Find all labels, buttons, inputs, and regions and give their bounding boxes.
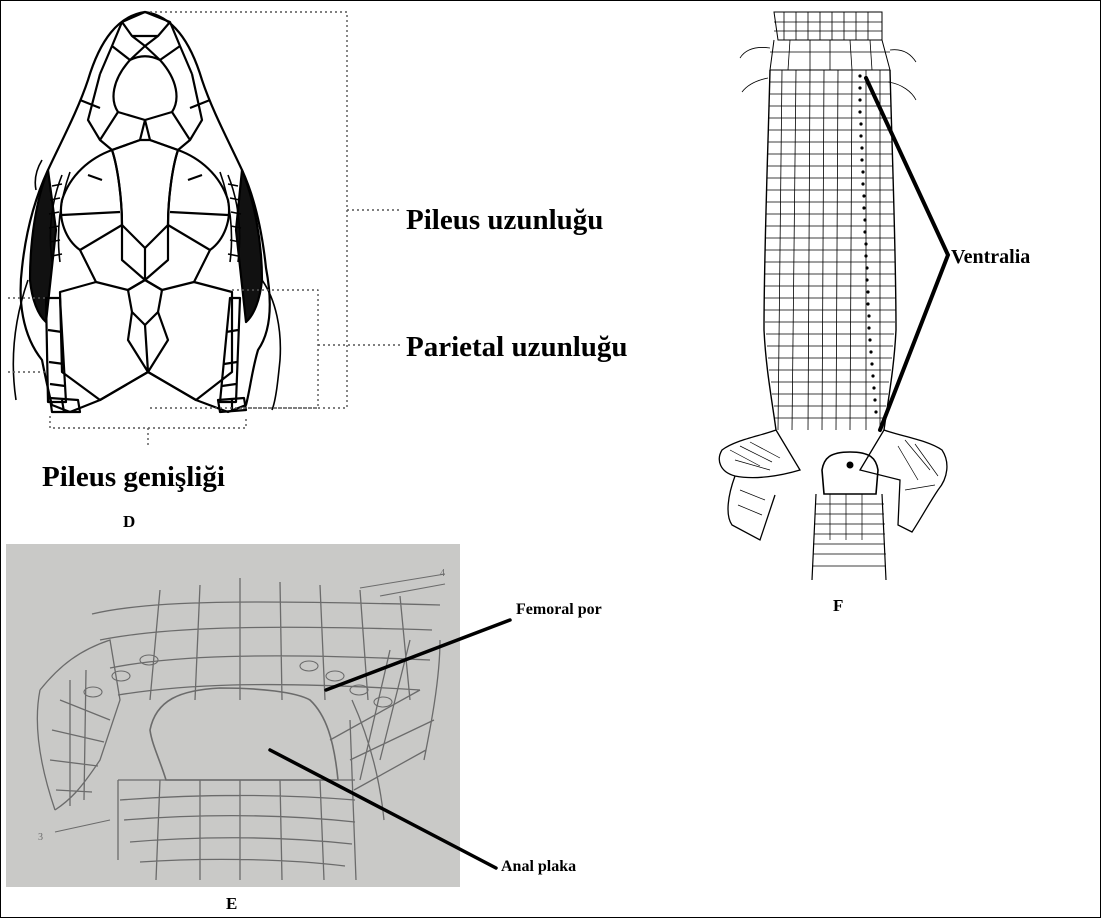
panel-f-ventral-drawing [719, 12, 948, 580]
ventralia-label: Ventralia [951, 247, 1030, 267]
pileus-width-guide [50, 416, 246, 446]
ventralia-pointer [866, 78, 948, 430]
pileus-length-label: Pileus uzunluğu [406, 206, 603, 235]
photo-mark-4: 4 [440, 568, 445, 579]
tail-outline [812, 494, 886, 580]
right-hind-limb [860, 430, 947, 532]
cloaca-dot [847, 462, 853, 468]
rear-plates [50, 398, 246, 412]
panel-e-caption: E [226, 895, 237, 912]
tail-scales [812, 494, 886, 566]
panel-d-caption: D [123, 513, 135, 530]
pileus-length-guide [150, 12, 400, 408]
panel-d-head-drawing [8, 12, 400, 446]
left-thigh-scales [37, 640, 120, 810]
collar-scales [770, 12, 890, 70]
left-temporal-band [30, 170, 56, 322]
supraocular-divisions [62, 175, 228, 215]
side-marker-lines [55, 574, 445, 832]
rostral-scales [100, 12, 192, 74]
pileus-width-label: Pileus genişliği [42, 463, 225, 492]
left-supraocular [61, 150, 122, 250]
femoral-pore-label: Femoral por [516, 602, 602, 618]
right-supraocular [168, 150, 229, 250]
right-temporal-column [220, 298, 240, 402]
anal-plate-label: Anal plaka [501, 859, 576, 875]
panel-e-femoral-drawing: 3 4 [37, 568, 445, 880]
prefrontal-scales [80, 74, 210, 150]
ventral-pore-dots [858, 74, 877, 413]
parietal-length-label: Parietal uzunluğu [406, 333, 628, 362]
parietal-length-guide [148, 290, 400, 408]
left-hind-limb [719, 430, 800, 540]
panel-f-caption: F [833, 597, 843, 614]
photo-mark-3: 3 [38, 832, 43, 843]
internasal-scale [114, 56, 177, 120]
left-temporal-column [46, 298, 66, 402]
ventral-rows [764, 82, 896, 418]
anal-plate-outline [150, 688, 338, 780]
interparietal-scale [128, 280, 162, 325]
parietal-scales [60, 282, 232, 400]
dimension-guides [8, 12, 400, 446]
anal-plate-pointer [270, 750, 496, 868]
femoral-pore-pointer [326, 620, 510, 690]
upper-ventral-scales [92, 578, 440, 700]
